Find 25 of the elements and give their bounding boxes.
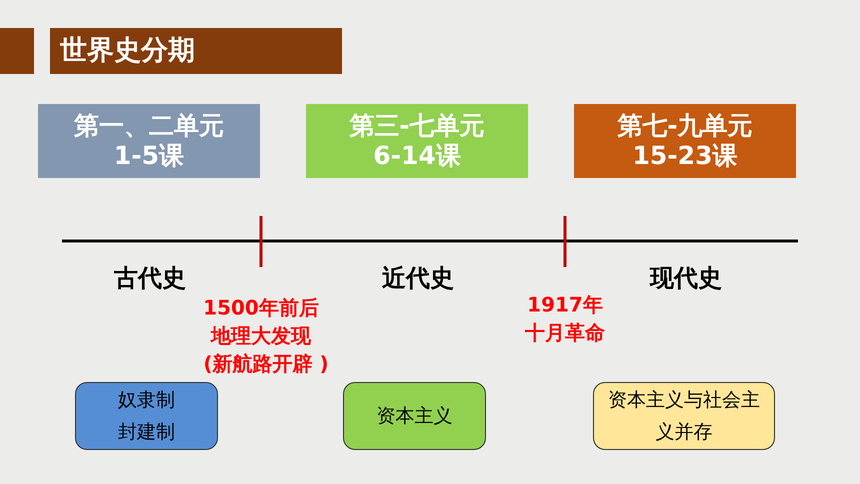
unit-text: 第三-七单元: [349, 111, 485, 141]
unit-text: 第七-九单元: [617, 111, 753, 141]
event-label: (新航路开辟 ): [203, 350, 329, 378]
title-bar: 世界史分期: [50, 28, 342, 74]
system-box: [75, 382, 218, 450]
era-label: 古代史: [114, 262, 186, 294]
unit-text: 15-23课: [632, 141, 738, 171]
unit-text: 第一、二单元: [74, 111, 224, 141]
event-label: 地理大发现: [211, 322, 311, 350]
era-label: 现代史: [650, 262, 722, 294]
system-text: 资本主义与社会主义并存: [608, 388, 760, 445]
unit-box: [574, 104, 796, 178]
era-label: 近代史: [382, 262, 454, 294]
system-box: [593, 382, 775, 450]
unit-box: [306, 104, 528, 178]
event-label: 1917年: [527, 292, 603, 318]
system-text: 资本主义: [376, 404, 452, 429]
system-text: 奴隶制: [118, 388, 175, 413]
system-box: [343, 382, 486, 450]
unit-text: 6-14课: [373, 141, 461, 171]
system-text: 封建制: [118, 420, 175, 445]
event-label: 1500年前后: [203, 294, 319, 322]
unit-box: [38, 104, 260, 178]
event-label: 十月革命: [525, 320, 605, 346]
unit-text: 1-5课: [114, 141, 184, 171]
